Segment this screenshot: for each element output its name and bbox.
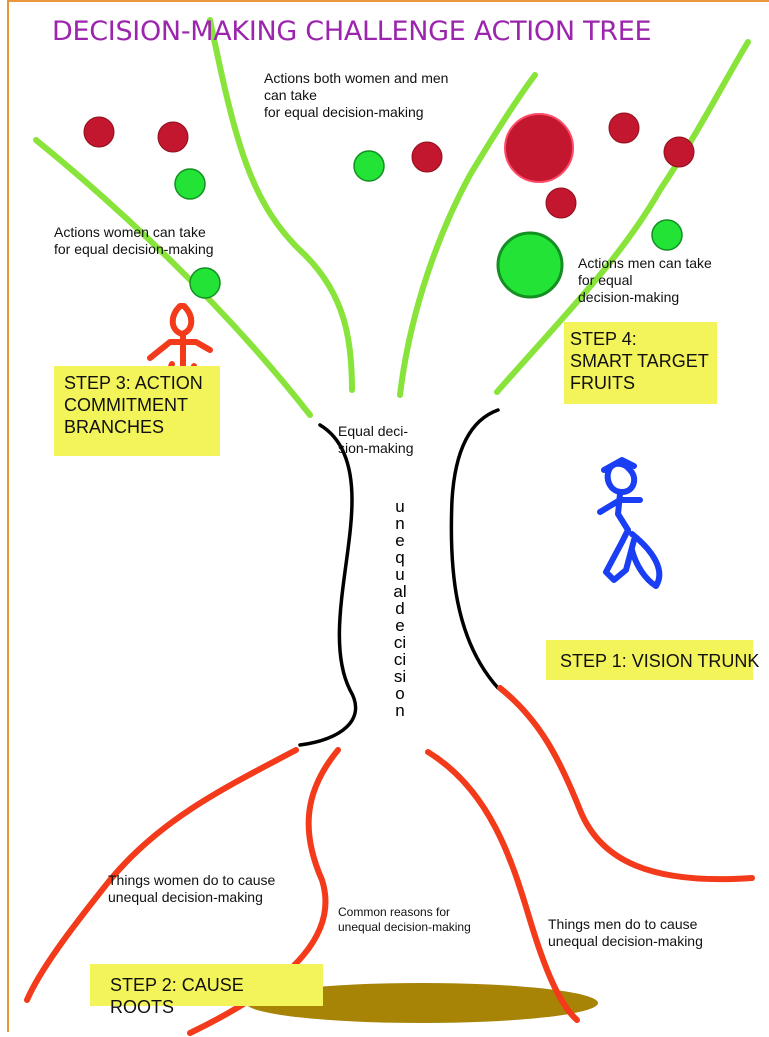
fruit-green: [353, 150, 385, 182]
step-2-box: STEP 2: CAUSE ROOTS: [90, 964, 323, 1017]
step-3-box: STEP 3: ACTION COMMITMENT BRANCHES: [54, 366, 220, 456]
fruit-red: [608, 112, 640, 144]
trunk-right: [449, 408, 500, 690]
label-women-actions: Actions women can take for equal decisio…: [54, 224, 214, 257]
label-equal-decision: Equal deci- sion-making: [338, 423, 414, 456]
fruit-red-large: [504, 113, 574, 183]
fruit-green: [651, 219, 683, 251]
fruit-green-large: [496, 231, 564, 299]
trunk-vertical-text: unequal decicision: [393, 497, 407, 720]
branch-far-left: [33, 137, 313, 418]
fruit-red: [83, 116, 115, 148]
ground-shadow: [246, 983, 598, 1023]
step-4-box: STEP 4: SMART TARGET FRUITS: [564, 322, 717, 404]
page-frame: [7, 0, 769, 1032]
page-title: DECISION-MAKING CHALLENGE ACTION TREE: [52, 16, 652, 47]
branch-far-right: [494, 39, 751, 395]
man-stick-figure-icon: [597, 457, 663, 589]
fruit-red: [663, 136, 695, 168]
fruit-red: [157, 121, 189, 153]
label-common-reasons: Common reasons for unequal decision-maki…: [338, 905, 471, 934]
label-men-actions: Actions men can take for equal decision-…: [578, 255, 712, 305]
label-women-causes: Things women do to cause unequal decisio…: [108, 872, 276, 905]
label-men-causes: Things men do to cause unequal decision-…: [548, 916, 703, 949]
fruit-red: [411, 141, 443, 173]
root-left: [24, 747, 299, 1003]
fruit-red: [545, 187, 577, 219]
trunk-left: [298, 423, 358, 747]
fruit-green: [174, 168, 206, 200]
root-right-center: [425, 749, 580, 1023]
label-both-actions: Actions both women and men can take for …: [264, 70, 449, 120]
branch-right-center: [397, 72, 538, 398]
branch-left-center: [207, 17, 355, 393]
root-far-right: [497, 685, 755, 883]
step-1-box: STEP 1: VISION TRUNK: [546, 640, 759, 680]
fruit-green: [189, 267, 221, 299]
